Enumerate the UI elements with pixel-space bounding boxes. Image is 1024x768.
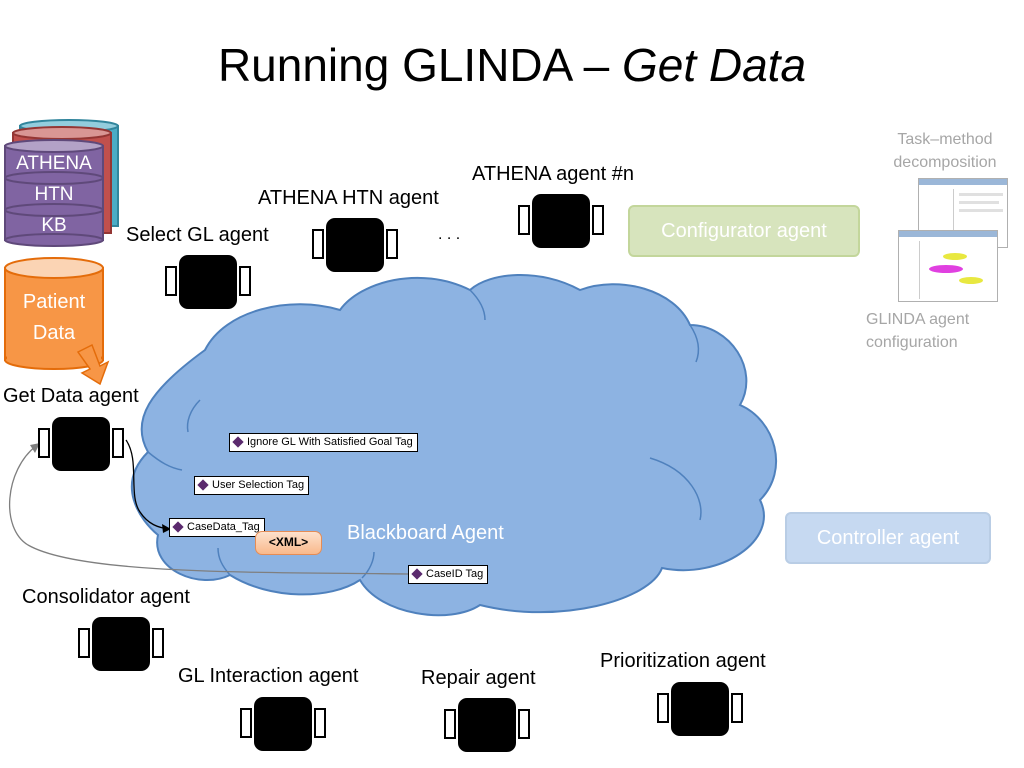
- prioritization-agent-label: Prioritization agent: [600, 650, 766, 672]
- consolidator-agent-icon[interactable]: [78, 617, 164, 671]
- get-data-to-casedata-arrow: [125, 439, 171, 530]
- caseid-to-get-data-arrow: [9, 445, 409, 575]
- patient-data-database-icon: [4, 257, 104, 370]
- athena-agent-n-label: ATHENA agent #n: [472, 163, 634, 185]
- athena-htn-kb-database-icon: [4, 119, 119, 247]
- casedata-tag[interactable]: CaseData_Tag: [169, 518, 265, 537]
- consolidator-agent-label: Consolidator agent: [22, 586, 190, 608]
- ignore-gl-tag[interactable]: Ignore GL With Satisfied Goal Tag: [229, 433, 418, 452]
- user-selection-tag[interactable]: User Selection Tag: [194, 476, 310, 495]
- get-data-agent-icon[interactable]: [38, 417, 124, 471]
- diamond-icon: [232, 436, 244, 448]
- select-gl-agent-label: Select GL agent: [126, 224, 269, 246]
- blackboard-agent-label: Blackboard Agent: [347, 522, 504, 544]
- kb-label-athena: ATHENA: [16, 153, 92, 174]
- select-gl-agent-icon[interactable]: [165, 255, 251, 309]
- prioritization-agent-icon[interactable]: [657, 682, 743, 736]
- xml-badge: <XML>: [255, 531, 322, 555]
- diamond-icon: [172, 521, 184, 533]
- page-title: Running GLINDA – Get Data: [217, 39, 807, 91]
- repair-agent-label: Repair agent: [421, 667, 536, 689]
- controller-agent-box[interactable]: Controller agent: [785, 512, 991, 564]
- athena-htn-agent-label: ATHENA HTN agent: [258, 187, 439, 209]
- kb-label-htn: HTN: [34, 184, 74, 205]
- patient-label-line1: Patient: [22, 291, 86, 313]
- caseid-tag[interactable]: CaseID Tag: [408, 565, 489, 584]
- get-data-agent-label: Get Data agent: [3, 385, 139, 407]
- diamond-icon: [411, 568, 423, 580]
- glinda-config-screenshot-thumbnail: [898, 230, 998, 302]
- ellipsis-label: . . .: [438, 226, 461, 243]
- athena-htn-agent-icon[interactable]: [312, 218, 398, 272]
- athena-agent-n-icon[interactable]: [518, 194, 604, 248]
- gl-interaction-agent-label: GL Interaction agent: [178, 665, 359, 687]
- gl-interaction-agent-icon[interactable]: [240, 697, 326, 751]
- configurator-agent-box[interactable]: Configurator agent: [628, 205, 860, 257]
- repair-agent-icon[interactable]: [444, 698, 530, 752]
- patient-data-arrow: [76, 343, 110, 386]
- patient-label-line2: Data: [32, 322, 76, 344]
- glinda-config-note: GLINDA agent configuration: [866, 311, 970, 351]
- blackboard-cloud[interactable]: [130, 274, 777, 617]
- diamond-icon: [197, 479, 209, 491]
- task-method-note: Task–method decomposition: [893, 131, 997, 171]
- kb-label-kb: KB: [41, 215, 67, 236]
